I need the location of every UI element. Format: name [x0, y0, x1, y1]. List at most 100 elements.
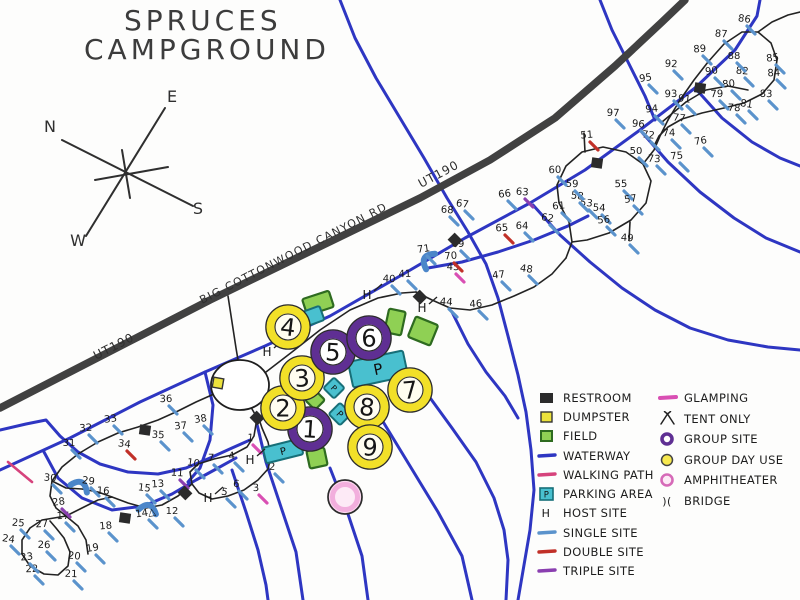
legend-label: GROUP DAY USE	[684, 452, 784, 467]
site-number: 14△	[135, 507, 157, 521]
site-number: 27	[35, 519, 48, 531]
site-number: 1	[247, 433, 254, 445]
dumpster-icon	[211, 376, 225, 390]
legend-label: BRIDGE	[684, 493, 731, 508]
walking-path-line	[6, 460, 34, 484]
site-47: 47	[492, 269, 512, 292]
waterway-line	[638, 128, 800, 254]
dumpsters	[211, 376, 225, 390]
circle-ring	[388, 368, 432, 412]
site-number: 96	[631, 118, 645, 130]
site-number: 31	[63, 438, 76, 449]
group-site-icon	[660, 432, 674, 447]
legend-item-single: SINGLE SITE	[537, 523, 654, 542]
site-tick	[718, 99, 730, 111]
site-tick	[653, 114, 665, 126]
site-number: 72	[641, 129, 655, 141]
site-tick	[225, 497, 237, 509]
circle-inner	[355, 324, 383, 352]
site-tick	[452, 261, 464, 273]
site-90: 90	[705, 65, 725, 88]
group-day-use-8: 8	[344, 384, 390, 430]
site-tick	[107, 531, 119, 543]
waterway-line	[0, 0, 762, 472]
waterway-icon	[537, 452, 557, 458]
restroom-icon	[540, 392, 553, 403]
site-97: 97	[607, 108, 626, 130]
field-icon	[540, 430, 553, 443]
legend-item-group-site: GROUP SITE	[658, 429, 783, 450]
svg-text:)(: )(	[662, 495, 671, 508]
site-1: 1	[247, 433, 263, 455]
site-number: 16	[96, 486, 109, 498]
site-81: 81	[739, 98, 759, 121]
parking-rect	[323, 377, 345, 399]
site-tick	[425, 254, 437, 266]
site-10: 10	[186, 457, 206, 480]
site-32: 32	[79, 423, 99, 445]
site-number: 68	[440, 205, 453, 217]
site-number: 66	[498, 188, 512, 200]
site-number: 30	[43, 473, 56, 485]
site-41: 41	[398, 269, 418, 291]
site-65: 65	[495, 223, 515, 245]
site-50: 50	[630, 146, 649, 168]
site-4: 4	[228, 451, 245, 473]
site-number: 7	[208, 453, 215, 464]
glamping-icon	[658, 395, 678, 401]
site-28: 28	[52, 496, 72, 519]
site-55: 55	[614, 179, 634, 201]
circle-inner	[353, 393, 381, 421]
camp-road	[653, 31, 778, 147]
site-number: 62	[540, 212, 554, 225]
camp-road	[65, 515, 89, 555]
site-54: 54	[592, 203, 612, 225]
site-tick	[72, 579, 84, 591]
site-20: 20	[67, 550, 87, 573]
site-number: 74	[662, 128, 675, 139]
host-site-marker: H	[417, 296, 438, 315]
site-tick	[477, 309, 489, 321]
site-number: 64	[516, 221, 529, 232]
campground-roads	[21, 11, 800, 576]
group-site-6: 6	[346, 315, 392, 361]
site-38: 38	[193, 413, 214, 436]
site-number: 48	[519, 263, 533, 276]
site-33: 33	[104, 413, 124, 436]
restroom-icon	[177, 485, 193, 501]
site-tick	[735, 61, 747, 73]
site-60: 60	[548, 165, 568, 187]
site-67: 67	[455, 198, 475, 221]
group-day-use-7: 7	[387, 367, 433, 413]
legend-item-tent: TENT ONLY	[658, 409, 783, 430]
circle-ring	[311, 330, 355, 374]
waterway-line	[693, 86, 800, 168]
site-57: 57	[623, 193, 644, 216]
site-76: 76	[693, 135, 714, 158]
site-number: 12	[166, 506, 179, 517]
waterway-line	[531, 203, 800, 352]
legend-item-bridge: )( BRIDGE	[658, 491, 783, 512]
host-tick	[428, 296, 438, 305]
site-tick	[390, 284, 402, 296]
site-34: 34	[117, 438, 137, 461]
site-number: 10	[186, 457, 200, 470]
restroom-icon	[590, 157, 604, 169]
site-tick	[173, 516, 185, 528]
walking-paths	[6, 460, 34, 484]
site-number: 92	[664, 59, 677, 71]
group-day-icon	[660, 453, 674, 466]
site-tick	[548, 223, 560, 235]
site-35: 35	[151, 430, 171, 452]
camp-road	[51, 480, 113, 498]
site-tick	[159, 440, 171, 452]
site-tick	[605, 225, 617, 237]
triple-icon	[537, 568, 557, 574]
circle-inner	[296, 415, 324, 443]
legend-label: PARKING AREA	[563, 487, 653, 502]
bridge-icon: )(	[662, 495, 671, 508]
waterway-line	[598, 0, 657, 122]
